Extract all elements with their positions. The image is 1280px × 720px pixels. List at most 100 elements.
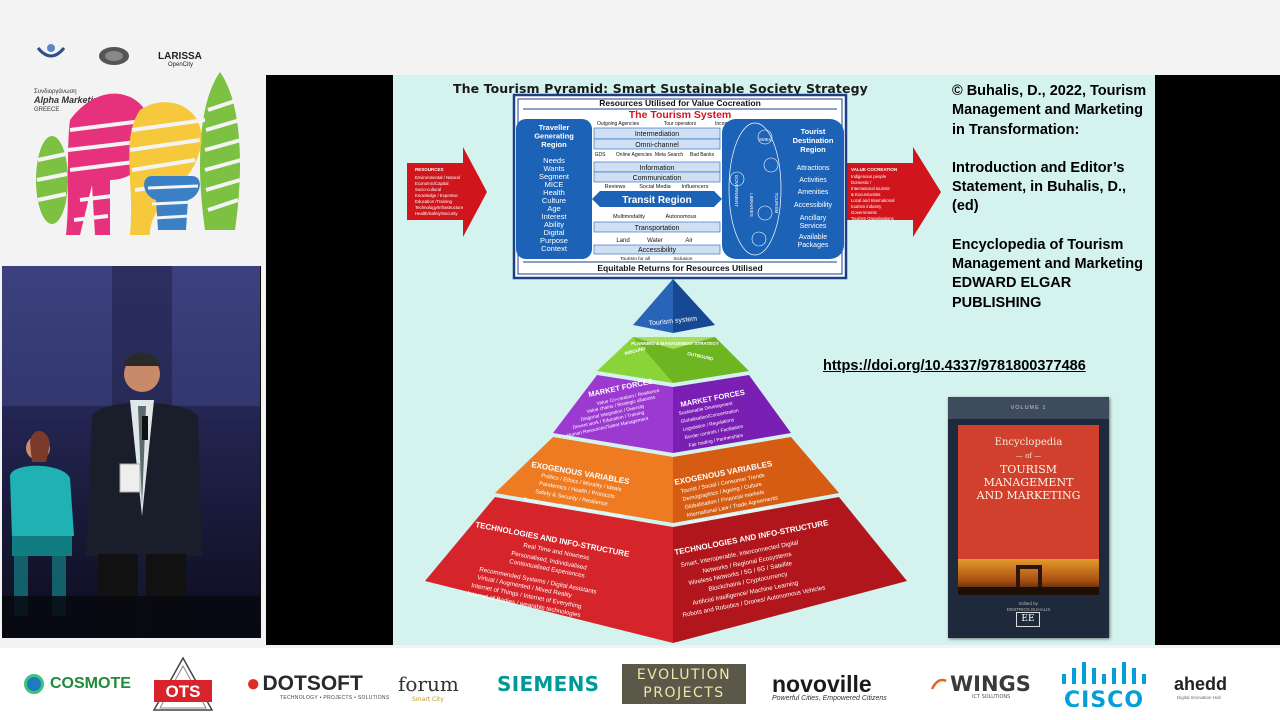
system-title: The Tourism System	[629, 109, 732, 121]
transportation-label: Transportation	[635, 225, 680, 232]
book-cover-photo	[958, 559, 1099, 595]
omnichannel-label: Omni-channel	[635, 142, 679, 149]
book-line-2: — of —	[1015, 452, 1042, 460]
comm-item: Influencers	[682, 184, 709, 190]
traveller-item: Context	[541, 244, 568, 253]
evolution-line-1: EVOLUTION	[636, 667, 732, 683]
cisco-logo: CISCO	[1058, 648, 1158, 720]
access-item: Inclusion	[674, 256, 693, 262]
cosmote-label: COSMOTE	[50, 675, 131, 692]
sponsor-cosmote: COSMOTE	[24, 648, 131, 720]
larissa-sub: OpenCity	[168, 62, 194, 68]
traveller-item: Digital	[544, 228, 565, 237]
resources-arrow: RESOURCES Environmental / Natural Econom…	[407, 147, 487, 237]
presentation-slide: The Tourism Pyramid: Smart Sustainable S…	[393, 75, 1155, 645]
doi-link[interactable]: https://doi.org/10.4337/9781800377486	[823, 358, 1086, 374]
sponsor-wings: WINGS ICT SOLUTIONS	[930, 648, 1031, 720]
citation-line-3: Encyclopedia of Tourism Management and M…	[952, 236, 1143, 311]
book-volume: VOLUME 1	[948, 397, 1109, 419]
traveller-item: Age	[547, 204, 560, 213]
event-artwork	[36, 72, 242, 236]
traveller-item: Purpose	[540, 236, 568, 245]
mode-item: Air	[685, 238, 692, 244]
event-branding: LARISSA OpenCity Συνδιοργάνωση Alpha Mar…	[0, 0, 266, 262]
novoville-sub: Powerful Cities, Empowered Citizens	[772, 695, 887, 702]
transit-item: Autonomous	[666, 214, 697, 220]
dotsoft-label: DOTSOFT	[262, 672, 363, 695]
comm-item: Reviews	[605, 184, 626, 190]
traveller-item: Health	[543, 188, 565, 197]
returns-bar: Equitable Returns for Resources Utilised	[597, 263, 762, 273]
value-cocreation-arrow: VALUE COCREATION Indigenous people Domes…	[847, 147, 941, 237]
larissa-logo: LARISSA OpenCity	[158, 52, 202, 70]
book-line-3: TOURISM	[999, 463, 1058, 476]
ahedd-label: ahedd	[1174, 673, 1228, 694]
municipality-logo	[96, 44, 132, 70]
channel-item: GDS	[595, 152, 607, 158]
sponsor-forum: forum Smart City	[398, 648, 459, 720]
municipality-emblem-icon	[99, 47, 129, 65]
university-logo	[34, 42, 68, 68]
traveller-item: Ability	[544, 220, 564, 229]
tourism-pyramid: Tourism system PLANNING & MANAGEMENT STR…	[425, 279, 907, 643]
ots-label: OTS	[166, 682, 201, 701]
ruin-silhouette-icon	[958, 565, 1099, 595]
cypress-tree-icon	[200, 72, 242, 230]
destination-item: Attractions	[796, 165, 830, 172]
accessibility-label: Accessibility	[638, 247, 677, 254]
dotsoft-dot-icon: ●	[246, 670, 261, 697]
citation-line-2: Introduction and Editor’s Statement, in …	[952, 159, 1127, 215]
value-item: Tourism Organisations	[851, 216, 894, 221]
value-item: Indigenous people	[851, 174, 887, 179]
value-item: Domestic /	[851, 180, 872, 185]
sponsor-cisco: CISCO	[1058, 648, 1158, 720]
tourism-system-box: Resources Utilised for Value Cocreation …	[512, 93, 848, 280]
access-item: Tourism for all	[620, 256, 650, 262]
book-main-title: TOURISM MANAGEMENT AND MARKETING	[958, 463, 1099, 502]
traveller-item: Interest	[541, 212, 567, 221]
channel-item: Online Agencies	[616, 152, 653, 158]
resource-item: Knowledge / Expertise	[415, 193, 458, 198]
traveller-item: MICE	[545, 180, 564, 189]
government-label: GOVERNMENT	[734, 175, 739, 208]
novoville-label: novoville	[772, 670, 872, 697]
value-item: Local and International	[851, 198, 895, 203]
resource-item: Technology/Infrastructure	[415, 205, 464, 210]
destination-item: Accessibility	[794, 202, 833, 209]
yellow-shape-icon	[129, 102, 206, 235]
value-item: tourism industry	[851, 204, 882, 209]
evolution-line-2: PROJECTS	[643, 685, 725, 701]
university-emblem-icon	[36, 44, 66, 58]
value-item: International tourists	[851, 186, 890, 191]
channel-item: Bad Banks	[690, 152, 715, 158]
destination-item: Amenities	[798, 189, 829, 196]
mode-item: Water	[647, 238, 663, 244]
tree-left-icon	[36, 136, 68, 224]
sponsor-dotsoft: ● DOTSOFT TECHNOLOGY • PROJECTS • SOLUTI…	[246, 648, 389, 720]
outbound-label: OUTBOUND	[687, 351, 715, 362]
larissa-name: LARISSA	[158, 51, 202, 62]
wings-sub: ICT SOLUTIONS	[972, 694, 1011, 700]
resource-item: Economic/Capital	[415, 181, 448, 186]
transit-item: Multimodality	[613, 214, 645, 220]
wings-label: WINGS	[950, 672, 1031, 696]
sponsor-novoville: novoville Powerful Cities, Empowered Cit…	[772, 648, 887, 720]
book-cover: VOLUME 1 Encyclopedia — of — TOURISM MAN…	[948, 397, 1109, 638]
tourism-diagram: RESOURCES Environmental / Natural Econom…	[407, 93, 941, 643]
book-line-1: Encyclopedia	[994, 437, 1063, 448]
traveller-item: Needs	[543, 156, 565, 165]
book-line-4: MANAGEMENT	[983, 476, 1074, 489]
sponsor-ahedd: ahedd Digital Innovation Hub	[1174, 648, 1227, 720]
amphora-icon	[144, 176, 200, 230]
sme-label: SMEs	[759, 137, 772, 142]
resources-bar: Resources Utilised for Value Cocreation	[599, 98, 761, 108]
destination-region	[722, 119, 844, 259]
dotsoft-sub: TECHNOLOGY • PROJECTS • SOLUTIONS	[280, 695, 390, 701]
wings-swoosh-icon	[930, 678, 947, 690]
speaker-video-frame	[2, 266, 260, 638]
planning-label: PLANNING & MANAGEMENT STRATEGY	[631, 341, 718, 346]
